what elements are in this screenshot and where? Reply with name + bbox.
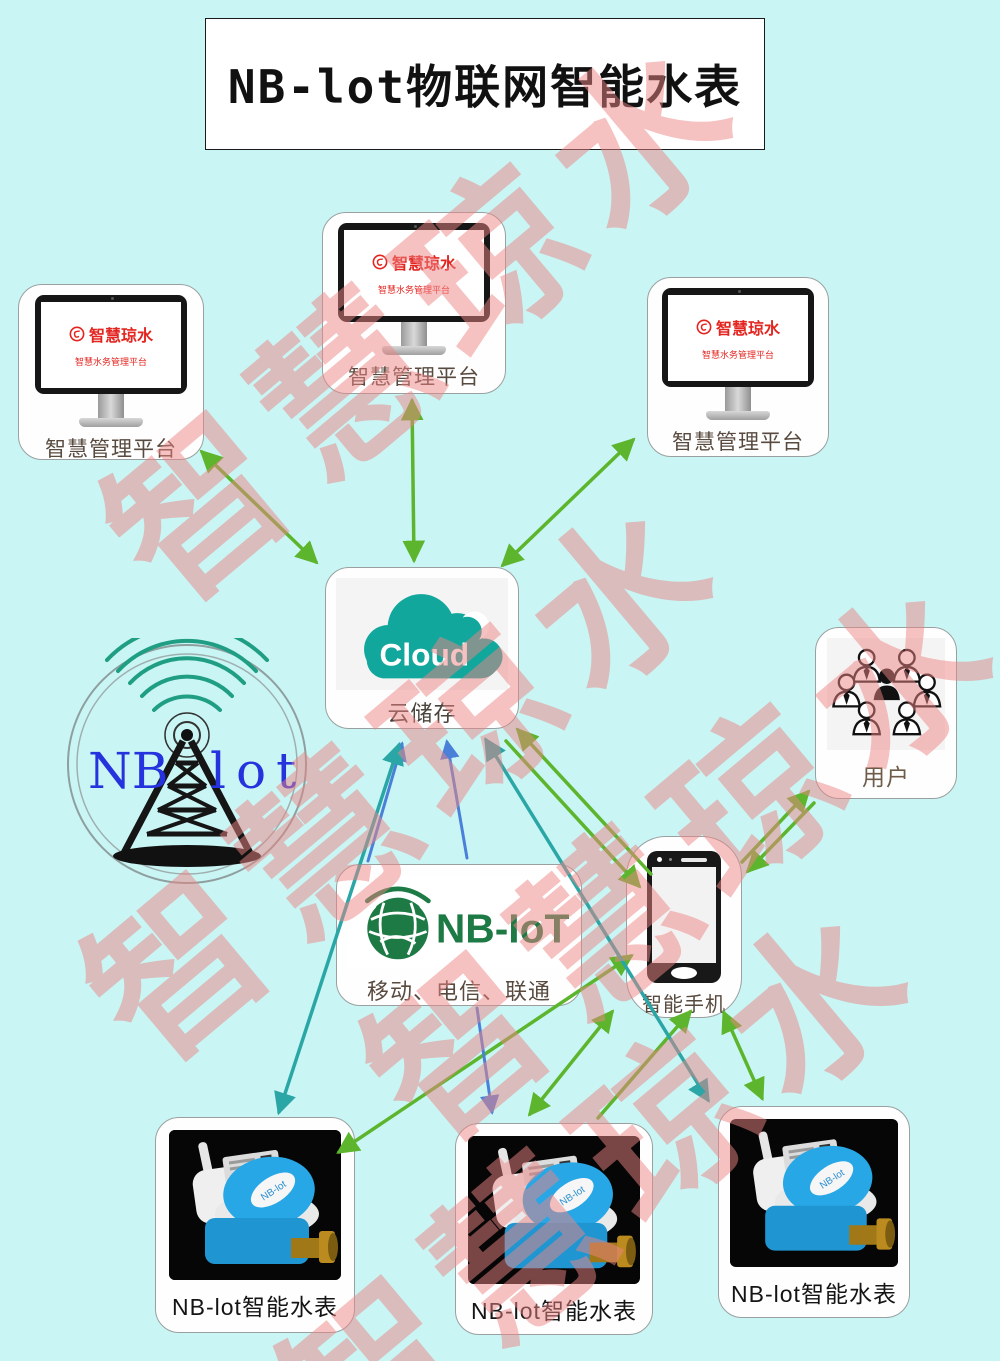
platform-card-left: 智慧琼水 智慧水务管理平台 智慧管理平台	[18, 284, 204, 461]
phone-label: 智能手机	[642, 994, 726, 1016]
screen-brand-text: 智慧琼水	[715, 321, 780, 338]
platform-card-center: 智慧琼水 智慧水务管理平台 智慧管理平台	[322, 212, 506, 394]
arrow-carrier-to-cloud-b	[440, 739, 469, 860]
arrow-phone-meter-2a	[527, 1009, 615, 1117]
carrier-card: NB-IoT 移动、电信、联通	[336, 864, 582, 1006]
nb-lot-tower-icon: NB lot	[62, 623, 312, 890]
cloud-label: 云储存	[387, 701, 457, 726]
arrow-users-to-phone	[745, 801, 816, 874]
arrow-cloud-platform-center	[400, 397, 426, 564]
arrow-phone-meter-3	[721, 1009, 765, 1102]
users-group-icon	[832, 648, 942, 736]
screen-brand-text: 智慧琼水	[391, 256, 456, 273]
meter-card-2: NB-lot NB-lot智能水表	[455, 1123, 653, 1335]
water-meter-photo: NB-lot	[169, 1130, 341, 1280]
arrow-phone-meter-2b	[596, 1009, 693, 1120]
phone-card: 智能手机	[626, 836, 742, 1018]
brand-logo-icon	[696, 319, 712, 335]
cloud-icon: Cloud	[364, 594, 503, 679]
water-meter-photo: NB-lot	[468, 1136, 640, 1284]
platform-label: 智慧管理平台	[45, 438, 177, 461]
meter-card-1: NB-lot NB-lot智能水表	[155, 1117, 355, 1333]
water-meter-photo: NB-lot	[730, 1119, 898, 1267]
platform-card-right: 智慧琼水 智慧水务管理平台 智慧管理平台	[647, 277, 829, 457]
screen-brand-text: 智慧琼水	[88, 328, 153, 345]
arrow-cloud-platform-left	[199, 449, 319, 565]
screen-subtitle-text: 智慧水务管理平台	[74, 357, 147, 367]
monitor-screen: 智慧琼水 智慧水务管理平台	[344, 230, 484, 316]
page-title: NB-lot物联网智能水表	[227, 60, 743, 114]
monitor-screen: 智慧琼水 智慧水务管理平台	[668, 295, 808, 381]
brand-logo-icon	[69, 326, 85, 342]
cloud-card: Cloud 云储存	[325, 567, 519, 729]
users-card: 用户	[815, 627, 957, 799]
tower-text-right: lot	[210, 742, 306, 800]
nbiot-logo-icon: NB-IoT	[364, 886, 570, 960]
arrow-carrier-to-meter-2	[475, 1006, 500, 1115]
meter-label: NB-lot智能水表	[172, 1294, 338, 1320]
arrow-carrier-to-cloud-a	[366, 741, 407, 863]
users-label: 用户	[862, 764, 910, 790]
smartphone-icon	[647, 851, 721, 983]
platform-label: 智慧管理平台	[672, 431, 804, 454]
arrow-cloud-platform-right	[500, 437, 636, 568]
monitor-icon: 智慧琼水 智慧水务管理平台	[35, 295, 187, 427]
arrow-phone-to-cloud	[515, 727, 653, 876]
title-box: NB-lot物联网智能水表	[205, 18, 765, 150]
screen-subtitle-text: 智慧水务管理平台	[701, 350, 774, 360]
monitor-icon: 智慧琼水 智慧水务管理平台	[338, 223, 490, 355]
cloud-logo-text: Cloud	[379, 637, 469, 673]
brand-logo-icon	[372, 254, 388, 270]
screen-subtitle-text: 智慧水务管理平台	[377, 285, 450, 295]
platform-label: 智慧管理平台	[348, 366, 480, 389]
meter-card-3: NB-lot NB-lot智能水表	[718, 1106, 910, 1318]
meter-label: NB-lot智能水表	[471, 1298, 637, 1324]
carrier-label: 移动、电信、联通	[366, 979, 551, 1004]
arrow-phone-to-users	[740, 789, 811, 864]
meter-label: NB-lot智能水表	[731, 1281, 897, 1307]
tower-text-left: NB	[88, 742, 169, 800]
nbiot-logo-text: NB-IoT	[436, 906, 570, 952]
monitor-screen: 智慧琼水 智慧水务管理平台	[41, 302, 181, 388]
monitor-icon: 智慧琼水 智慧水务管理平台	[662, 288, 814, 420]
